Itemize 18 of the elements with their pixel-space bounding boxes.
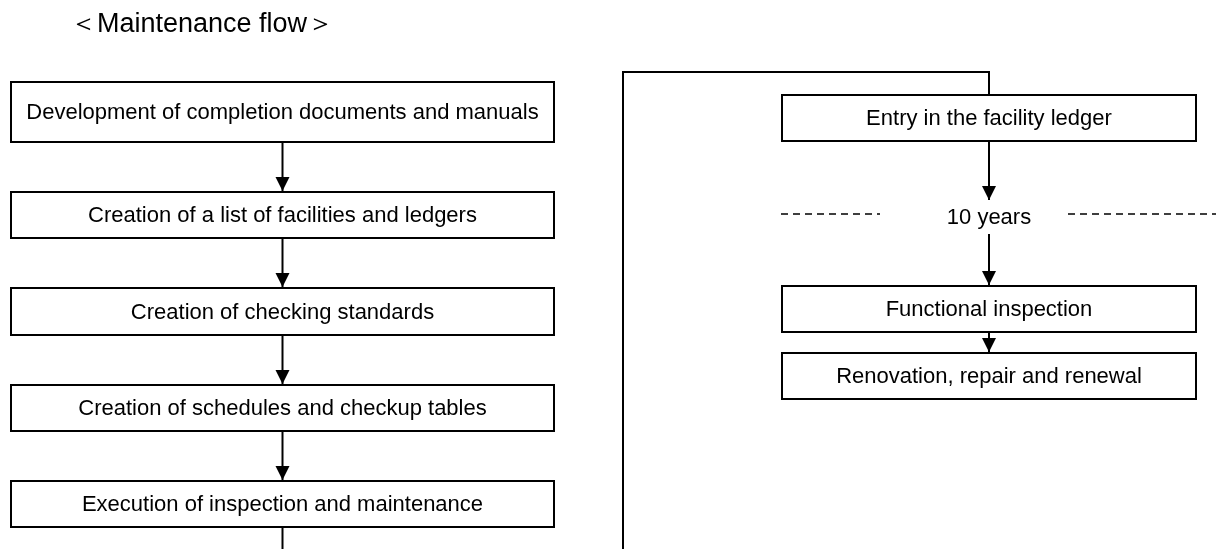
connector-line [622,71,990,549]
arrow [275,238,290,288]
arrow [275,431,290,481]
process-box: Functional inspection [781,285,1197,333]
arrow [275,142,290,192]
connector-line [281,527,284,549]
title: ＜Maintenance flow＞ [70,7,335,40]
process-box: Execution of inspection and maintenance [10,480,555,528]
arrow [982,332,996,353]
arrow [275,335,290,385]
process-box: Creation of a list of facilities and ledgers [10,191,555,239]
process-box: Creation of schedules and checkup tables [10,384,555,432]
arrow [982,141,996,201]
process-box: Renovation, repair and renewal [781,352,1197,400]
process-box: Creation of checking standards [10,287,555,336]
process-box: Entry in the facility ledger [781,94,1197,142]
arrow [982,233,996,286]
process-box: Development of completion documents and manuals [10,81,555,143]
